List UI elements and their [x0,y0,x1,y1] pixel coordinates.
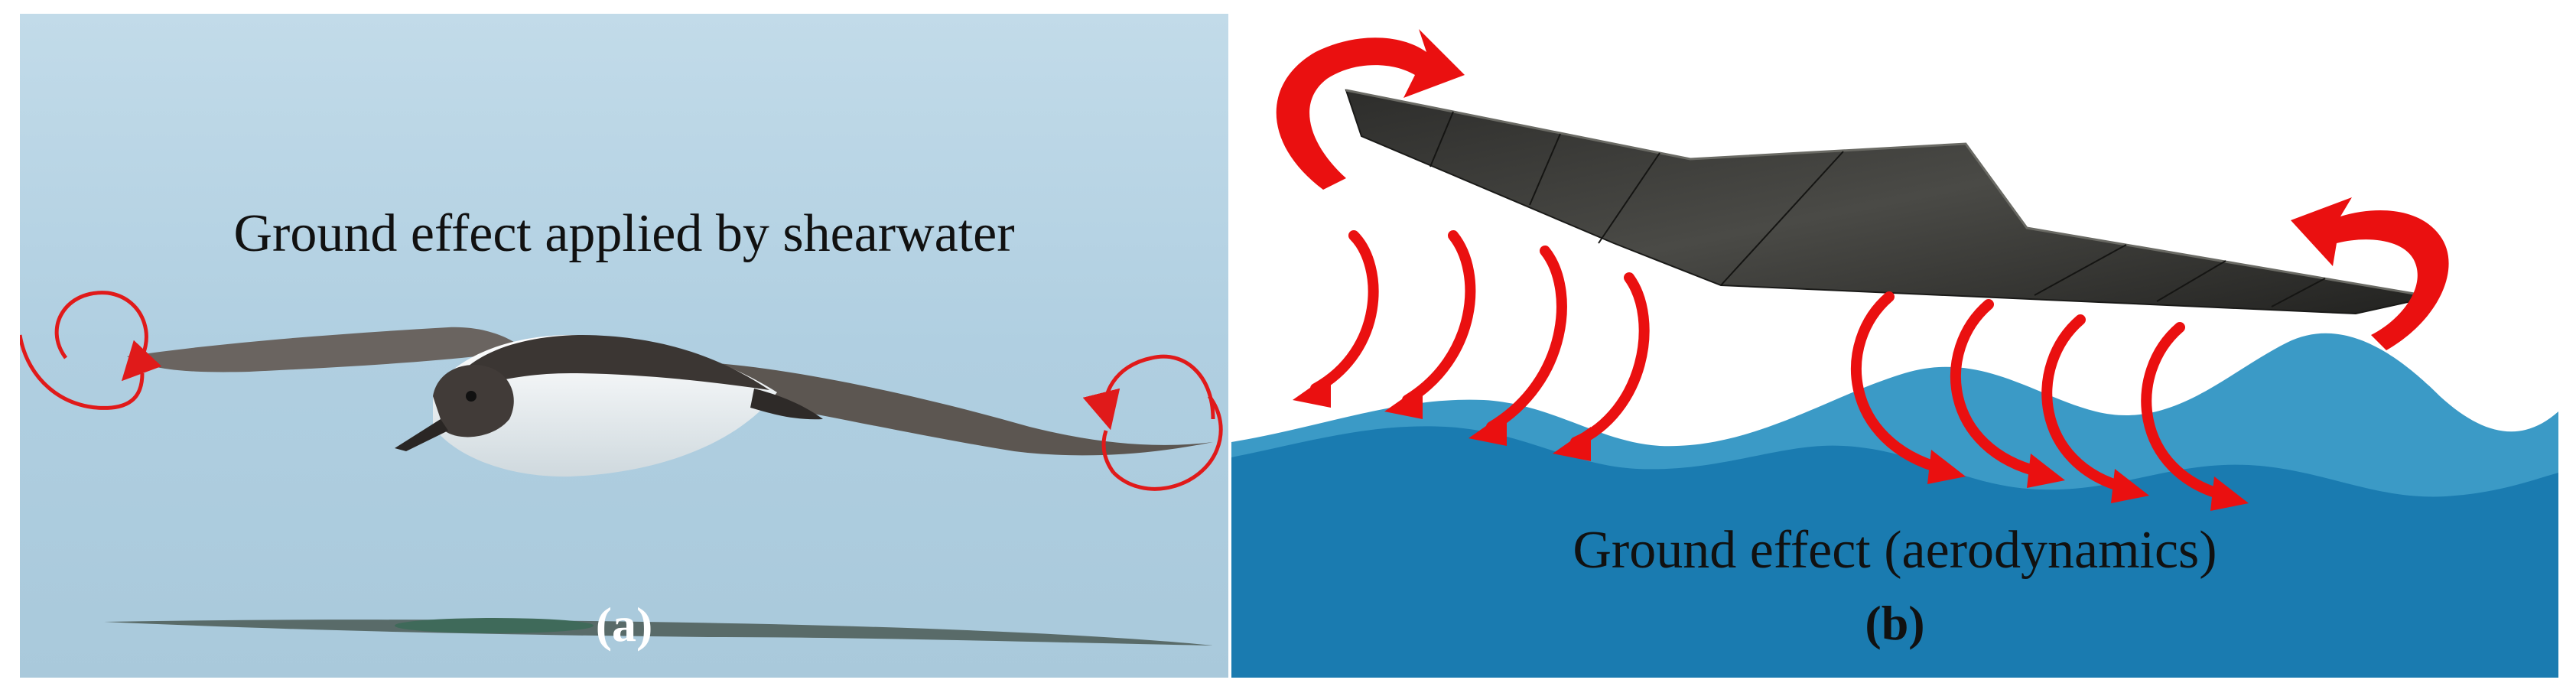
right-tip-vortex-arrow [2291,197,2449,350]
downwash-arrowheads-right [1927,450,2249,511]
bird-reflection [104,620,1213,646]
downwash-arrows-right [1851,291,2231,501]
reflection-body [395,618,594,633]
bird-eye [466,391,476,402]
bird-tail [750,389,823,420]
panel-b-wing-diagram: Ground effect (aerodynamics) (b) [1231,14,2558,678]
ground-effect-diagram [1231,14,2558,678]
panel-a-caption: Ground effect applied by shearwater [233,204,1015,263]
left-tip-vortex-arrow [1276,29,1465,190]
bird-beak [395,419,448,451]
right-wing [693,362,1213,456]
downwash-arrowheads-left [1293,373,1591,461]
downwash-arrows-left [1310,230,1650,447]
panel-b-caption: Ground effect (aerodynamics) [1573,521,2217,580]
shearwater-illustration [20,14,1228,678]
panel-a-shearwater-photo: Ground effect applied by shearwater (a) [20,14,1228,678]
wing-panel-lines [1429,111,2326,307]
left-wing [127,327,525,372]
bird-back [444,335,769,396]
left-vortex-arrow [20,291,162,410]
panel-a-tag: (a) [595,597,653,652]
panel-b-tag: (b) [1865,596,1925,650]
right-vortex-arrow [1082,354,1223,491]
wing-leading-edge [1345,89,2433,298]
